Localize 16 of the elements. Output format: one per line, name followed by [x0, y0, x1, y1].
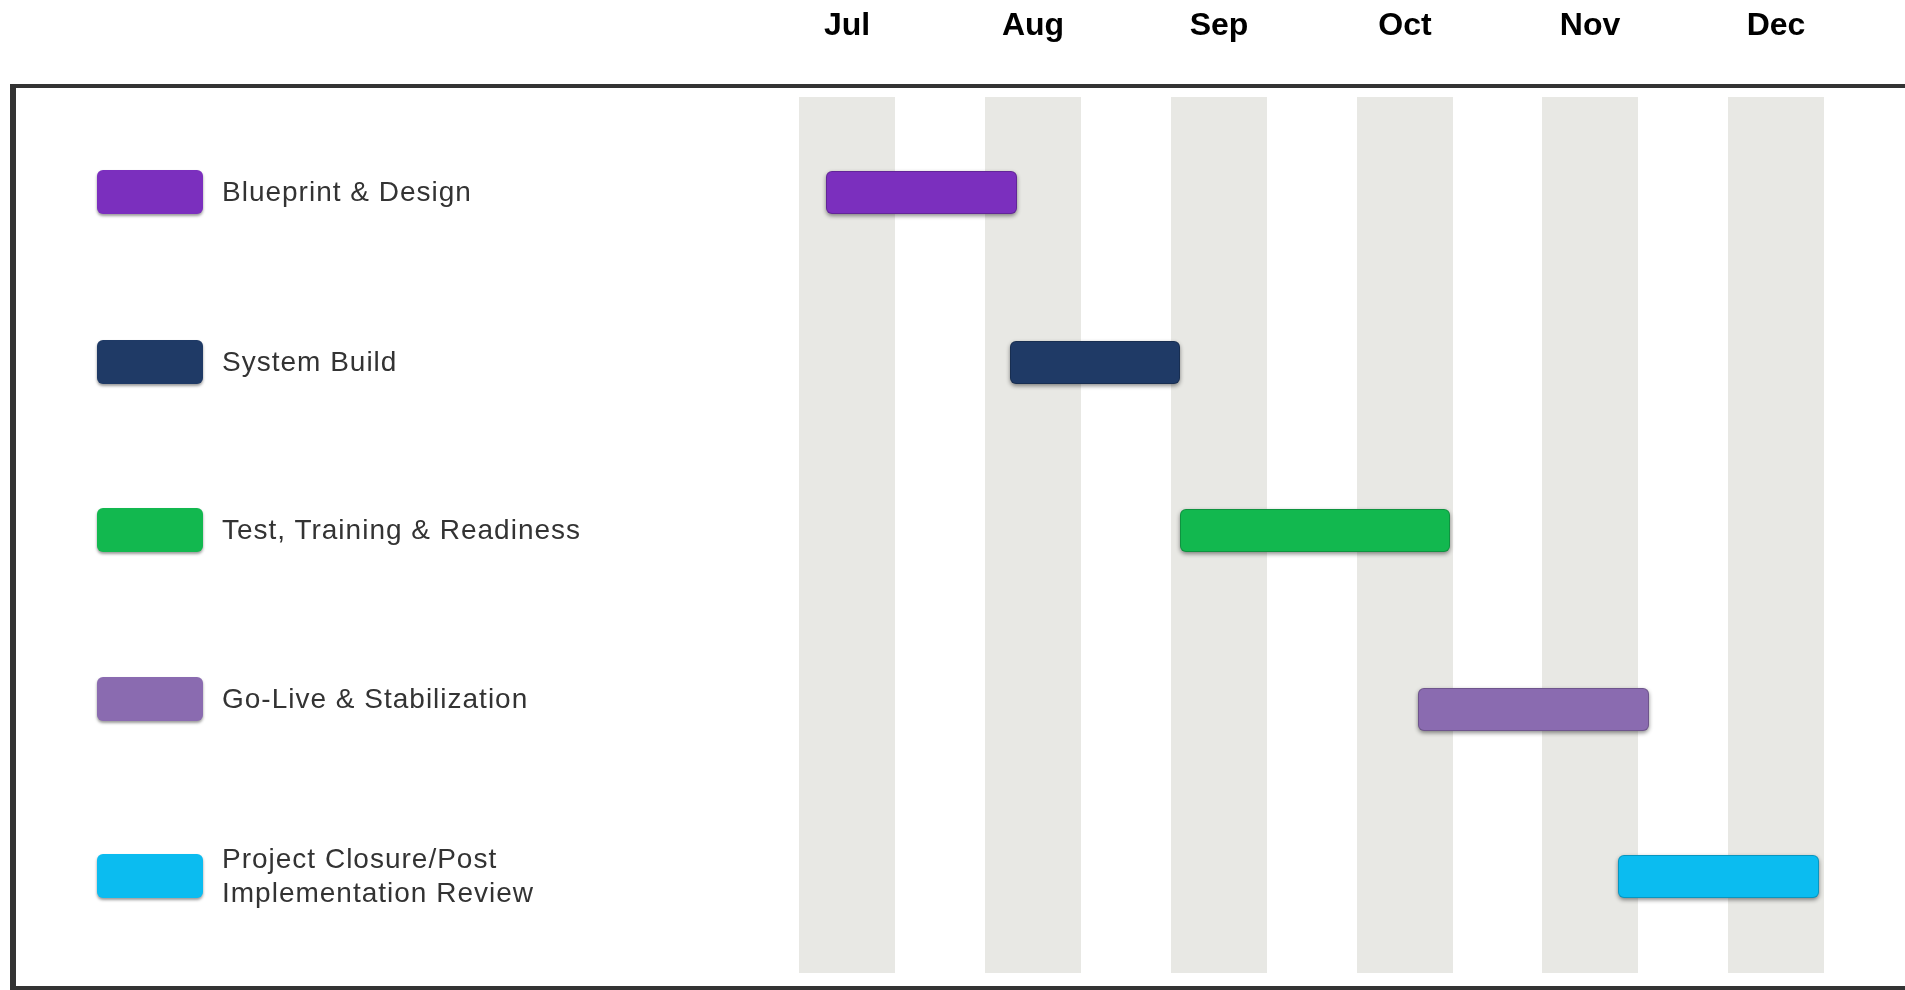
gantt-bar: [1010, 341, 1180, 384]
gantt-bar: [1618, 855, 1819, 898]
month-label: Aug: [1000, 8, 1066, 40]
month-label: Nov: [1558, 8, 1622, 40]
month-label: Dec: [1745, 8, 1807, 40]
legend-label: Go-Live & Stabilization: [222, 682, 530, 716]
legend-label: Project Closure/Post Implementation Review: [222, 842, 536, 910]
legend-label: Test, Training & Readiness: [222, 513, 583, 547]
legend-label: System Build: [222, 345, 399, 379]
gantt-bar: [826, 171, 1017, 214]
month-label: Oct: [1377, 8, 1433, 40]
month-label: Jul: [822, 8, 872, 40]
legend-label: Blueprint & Design: [222, 175, 473, 209]
gantt-bar: [1418, 688, 1649, 731]
month-label: Sep: [1188, 8, 1250, 40]
gantt-bar: [1180, 509, 1450, 552]
